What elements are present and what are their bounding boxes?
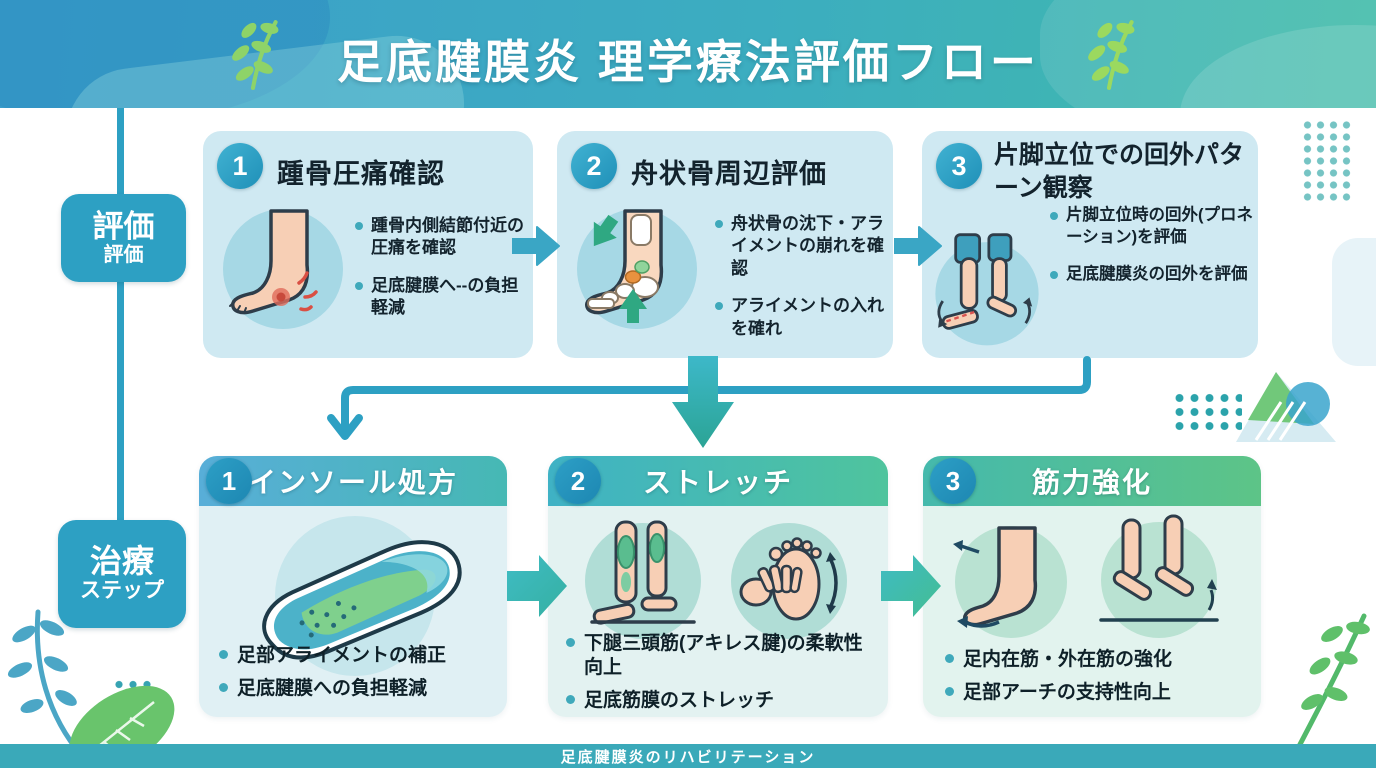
- bullet-item: 足部アーチの支持性向上: [945, 681, 1251, 705]
- step-number-badge: 3: [930, 458, 976, 504]
- bullet-text: 足部アーチの支持性向上: [963, 681, 1171, 703]
- arrow-down-icon: [671, 356, 735, 457]
- dot-grid-decoration: [1301, 119, 1351, 201]
- bullet-text: アライメントの入れを確れ: [731, 296, 884, 338]
- treatment-step-3: 筋力強化 3: [923, 456, 1261, 717]
- bullet-list: 舟状骨の沈下・アライメントの崩れを確認 アライメントの入れを確れ: [715, 213, 893, 340]
- insole-icon: [241, 538, 481, 673]
- foot-flex-icon: [949, 520, 1073, 649]
- bullet-list: 踵骨内側結節付近の圧痛を確認 足底腱膜へ--の負担軽減: [355, 215, 527, 320]
- leaf-branch-icon: [1284, 606, 1376, 761]
- bullet-text: 足底腱膜への負担軽減: [237, 677, 428, 699]
- bullet-item: 踵骨内側結節付近の圧痛を確認: [355, 215, 527, 260]
- bullet-text: 足部アライメントの補正: [237, 645, 447, 666]
- bullet-dot-icon: [566, 694, 575, 704]
- bullet-list: 片脚立位時の回外(プロネーション)を評価 足底腱膜炎の回外を評価: [1050, 205, 1254, 285]
- bullet-text: 舟状骨の沈下・アライメントの崩れを確認: [731, 214, 884, 278]
- decorative-blob: [1332, 238, 1376, 366]
- bullet-item: 片脚立位時の回外(プロネーション)を評価: [1050, 205, 1254, 249]
- evaluation-step-1: 1 踵骨圧痛確認 踵骨内側結節付近の圧痛を確認 足底腱膜へ--の負担軽減: [203, 131, 533, 358]
- bullet-item: 足底腱膜へ--の負担軽減: [355, 275, 527, 320]
- triangle-decoration: [1236, 372, 1336, 449]
- treatment-step-2: ストレッチ 2: [548, 456, 888, 717]
- bullet-text: 下腿三頭筋(アキレス腱)の柔軟性向上: [584, 633, 863, 678]
- bullet-dot-icon: [945, 686, 954, 696]
- footer-bar: 足底腱膜炎のリハビリテーション: [0, 744, 1376, 768]
- step-number-badge: 2: [555, 458, 601, 504]
- heel-raise-icon: [1093, 514, 1225, 651]
- standing-legs-icon: [928, 231, 1046, 349]
- bullet-dot-icon: [355, 222, 363, 230]
- step-title: インソール処方: [247, 467, 458, 498]
- rail-label-sub: 評価: [103, 243, 144, 266]
- foot-bones-arrows-icon: [573, 205, 701, 333]
- bullet-dot-icon: [1050, 212, 1058, 220]
- bullet-dot-icon: [715, 302, 723, 311]
- arrow-right-icon: [511, 224, 560, 268]
- bullet-item: アライメントの入れを確れ: [715, 295, 893, 340]
- treatment-step-1: インソール処方 1 足部アライメントの補正: [199, 456, 507, 717]
- step-header-band: 筋力強化: [923, 456, 1261, 506]
- evaluation-step-3: 3 片脚立位での回外パターン観察 片脚立位時の回外(プロネーション)を評価 足底…: [922, 131, 1258, 358]
- arrow-right-icon: [893, 224, 942, 268]
- bullet-dot-icon: [355, 281, 363, 290]
- dot-grid-decoration: [1172, 391, 1242, 433]
- bullet-text: 片脚立位時の回外(プロネーション)を評価: [1066, 206, 1253, 246]
- rail-label-evaluation: 評価 評価: [61, 194, 186, 282]
- evaluation-step-2: 2 舟状骨周辺評価 舟状骨の沈下・アライメントの崩れを確認: [557, 131, 893, 358]
- step-title: 筋力強化: [1031, 467, 1152, 498]
- rail-label-treatment: 治療 ステップ: [58, 520, 186, 628]
- plantar-stretch-icon: [726, 518, 852, 649]
- bullet-item: 足底筋膜のストレッチ: [566, 689, 880, 713]
- bullet-dot-icon: [1050, 270, 1058, 279]
- leaf-branch-icon: [222, 14, 284, 97]
- rail-label-sub: ステップ: [80, 579, 164, 603]
- bullet-list: 下腿三頭筋(アキレス腱)の柔軟性向上 足底筋膜のストレッチ: [566, 632, 880, 712]
- bullet-item: 足部アライメントの補正: [219, 644, 497, 668]
- bullet-item: 舟状骨の沈下・アライメントの崩れを確認: [715, 213, 893, 280]
- page-title: 足底腱膜炎 理学療法評価フロー: [337, 36, 1039, 88]
- step-number-badge: 2: [571, 143, 617, 189]
- bullet-dot-icon: [945, 654, 954, 663]
- calf-stretch-icon: [580, 518, 706, 649]
- step-number-badge: 1: [217, 143, 263, 189]
- step-title: 舟状骨周辺評価: [631, 159, 827, 189]
- rail-label-main: 治療: [89, 543, 154, 580]
- step-number-badge: 3: [936, 143, 982, 189]
- step-title: ストレッチ: [642, 467, 793, 498]
- bullet-item: 足底腱膜への負担軽減: [219, 677, 497, 701]
- step-number-badge: 1: [206, 458, 252, 504]
- bullet-item: 足内在筋・外在筋の強化: [945, 648, 1251, 672]
- step-header-band: ストレッチ: [548, 456, 888, 506]
- block-arrow-right-icon: [505, 552, 569, 625]
- heel-pain-foot-icon: [219, 205, 347, 333]
- bullet-dot-icon: [566, 638, 575, 647]
- bullet-text: 足底筋膜のストレッチ: [584, 689, 775, 711]
- bullet-item: 下腿三頭筋(アキレス腱)の柔軟性向上: [566, 632, 880, 680]
- step-title: 片脚立位での回外パターン観察: [994, 141, 1245, 202]
- step-title: 踵骨圧痛確認: [277, 159, 445, 189]
- bullet-list: 足部アライメントの補正 足底腱膜への負担軽減: [219, 644, 497, 701]
- bullet-item: 足底腱膜炎の回外を評価: [1050, 264, 1254, 286]
- bullet-dot-icon: [219, 650, 228, 659]
- bullet-text: 足底腱膜へ--の負担軽減: [371, 275, 519, 318]
- footer-text: 足底腱膜炎のリハビリテーション: [560, 748, 816, 766]
- bullet-text: 踵骨内側結節付近の圧痛を確認: [371, 216, 524, 258]
- bullet-dot-icon: [715, 220, 723, 228]
- rail-label-main: 評価: [92, 208, 155, 244]
- bullet-dot-icon: [219, 682, 228, 692]
- bullet-text: 足底腱膜炎の回外を評価: [1066, 264, 1248, 283]
- bullet-text: 足内在筋・外在筋の強化: [963, 649, 1173, 670]
- flow-rail-line: [117, 108, 124, 570]
- block-arrow-right-icon: [879, 552, 943, 625]
- leaf-branch-icon: [1078, 14, 1140, 97]
- bullet-list: 足内在筋・外在筋の強化 足部アーチの支持性向上: [945, 648, 1251, 705]
- header-banner: 足底腱膜炎 理学療法評価フロー: [0, 0, 1376, 108]
